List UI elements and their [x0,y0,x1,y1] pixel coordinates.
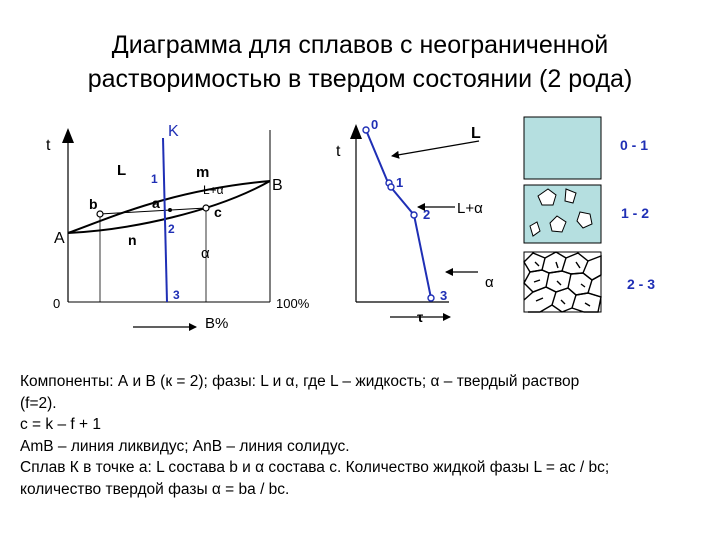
point-c-label: c [214,204,222,220]
notes-line-4: AmB – линия ликвидус; AnB – линия солиду… [20,437,350,455]
cooling-point-3 [427,294,435,302]
range-0-1-label: 0 - 1 [620,137,648,153]
slide-title: Диаграмма для сплавов с неограниченной р… [0,28,720,96]
component-b-label: B [272,177,283,194]
liquidus-m-label: m [196,164,209,181]
notes-line-5: Сплав К в точке а: L состава b и α соста… [20,459,610,476]
point-b [96,210,104,218]
crystal-2 [564,188,577,204]
cooling-phase-l-alpha-label: L+α [457,200,483,217]
diagram-canvas: t K L m L+α B A b a c n α 1 2 3 0 100% B… [46,116,655,332]
point-c [202,204,210,212]
point-a-label: a [152,195,160,211]
notes-line-1: Компоненты: А и В (к = 2); фазы: L и α, … [20,373,580,390]
crystal-4 [576,211,593,229]
component-a-label: A [54,230,65,247]
explanation-text: Компоненты: А и В (к = 2); фазы: L и α, … [20,371,715,500]
cooling-point-1-label: 1 [396,175,403,190]
cooling-point-2-label: 2 [423,207,430,222]
x-axis-label: B% [205,315,228,332]
solidus-curve [67,180,271,234]
phase-diagram: t K L m L+α B A b a c n α 1 2 3 0 100% B… [46,123,310,332]
phase-diagram-t-axis-arrow [62,128,74,143]
cooling-point-0-label: 0 [371,117,378,132]
notes-line-2: (f=2). [20,394,57,412]
cooling-phase-alpha-label: α [485,274,494,291]
cooling-phase-l-arrow [391,140,480,159]
notes-line-6: количество твердой фазы α = ba / bc. [20,480,290,498]
cooling-point-0 [362,126,370,134]
cooling-point-2 [410,211,418,219]
crystal-1 [537,188,557,206]
structure-box-liquid [523,116,602,180]
cooling-t-axis-arrow [350,124,362,139]
region-l-label: L [117,162,126,179]
title-line-2: растворимостью в твердом состоянии (2 ро… [87,65,633,93]
cooling-point-1b [387,183,395,191]
alloy-k-label: K [168,123,179,140]
range-1-2-label: 1 - 2 [621,205,649,221]
crystal-5 [529,221,541,237]
cooling-tau-axis-label: τ [417,309,424,325]
k-point-1-label: 1 [151,172,158,186]
cooling-phase-l-label: L [471,125,481,142]
x-axis-hundred-label: 100% [276,296,310,311]
liquidus-curve [67,180,271,234]
point-a [168,208,172,212]
cooling-t-axis-label: t [336,143,341,160]
tie-line-bc [99,207,207,215]
x-axis-zero-label: 0 [53,296,60,311]
alloy-k-line [162,137,168,303]
k-point-3-label: 3 [173,288,180,302]
microstructures: 0 - 1 1 - 2 2 - 3 [523,116,655,313]
point-b-label: b [89,196,98,212]
cooling-curve: t τ 0 1 2 3 L L+α α [336,117,494,325]
phase-t-axis-label: t [46,137,51,154]
solidus-n-label: n [128,232,137,248]
cooling-point-3-label: 3 [440,288,447,303]
range-2-3-label: 2 - 3 [627,276,655,292]
crystal-3 [549,215,567,233]
region-alpha-label: α [201,245,210,262]
solid-grains [523,251,602,313]
notes-line-3: c = k – f + 1 [20,416,101,433]
region-l-alpha-label: L+α [203,183,224,197]
title-line-1: Диаграмма для сплавов с неограниченной [111,31,609,59]
cooling-curve-line [365,129,432,299]
k-point-2-label: 2 [168,222,175,236]
